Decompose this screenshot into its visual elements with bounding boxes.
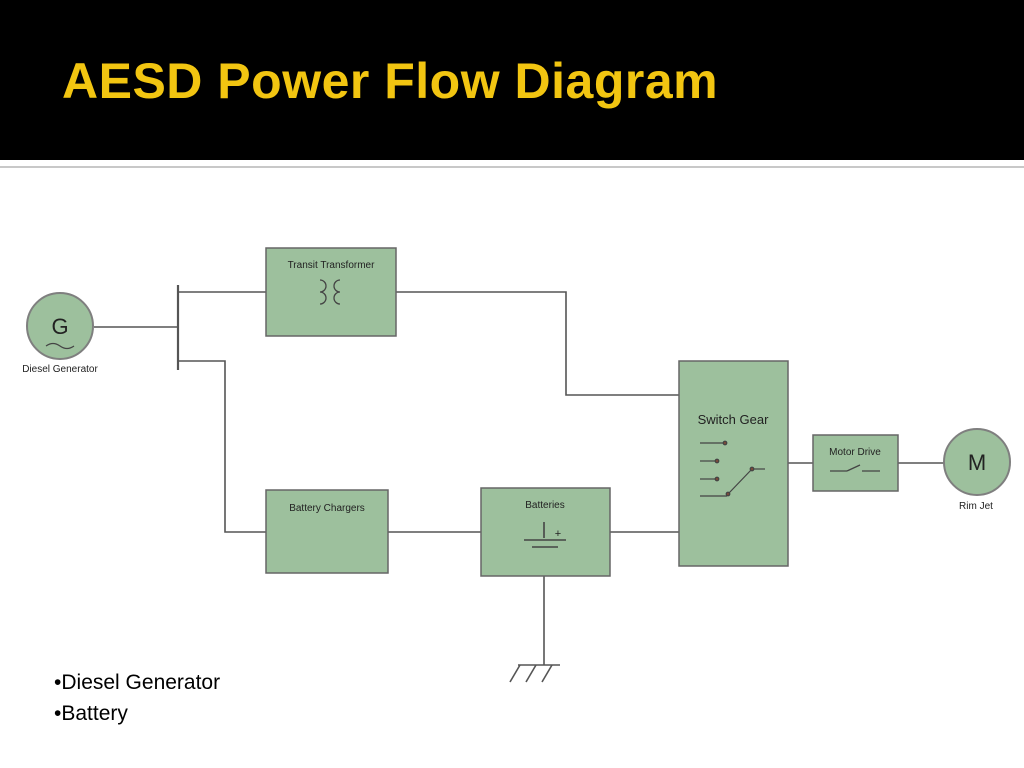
battery-plus-sign: + bbox=[555, 528, 561, 540]
motor-symbol: M bbox=[968, 450, 986, 475]
motordrive-node: Motor Drive bbox=[812, 434, 899, 492]
motor-label: Rim Jet bbox=[959, 501, 993, 512]
transformer-node: Transit Transformer bbox=[265, 247, 397, 337]
ground-icon bbox=[509, 664, 560, 683]
wire-transformer-path bbox=[178, 291, 679, 396]
generator-label: Diesel Generator bbox=[22, 364, 98, 375]
chargers-node: Battery Chargers bbox=[265, 489, 389, 574]
bullet-item: Diesel Generator bbox=[54, 667, 220, 698]
selector-switch-icon bbox=[700, 440, 765, 497]
motor-icon bbox=[943, 428, 1011, 496]
title-bar: AESD Power Flow Diagram bbox=[0, 0, 1024, 160]
batteries-label: Batteries bbox=[525, 500, 564, 511]
chargers-label: Battery Chargers bbox=[289, 503, 365, 514]
bullet-item: Battery bbox=[54, 698, 220, 729]
bullet-list: Diesel Generator Battery bbox=[54, 667, 220, 729]
generator-symbol: G bbox=[51, 314, 68, 339]
motor-node: M Rim Jet bbox=[943, 428, 1011, 512]
transformer-coil-icon bbox=[319, 279, 341, 305]
contact-switch-icon bbox=[830, 464, 880, 472]
transformer-label: Transit Transformer bbox=[288, 260, 376, 271]
switchgear-node: Switch Gear bbox=[678, 360, 789, 567]
sine-wave-icon bbox=[45, 342, 75, 350]
generator-node: G Diesel Generator bbox=[22, 292, 98, 375]
slide-title: AESD Power Flow Diagram bbox=[62, 53, 719, 109]
generator-icon bbox=[26, 292, 94, 360]
battery-icon bbox=[524, 522, 566, 548]
switchgear-label: Switch Gear bbox=[698, 412, 769, 427]
batteries-node: Batteries + bbox=[480, 487, 611, 577]
motordrive-label: Motor Drive bbox=[829, 447, 881, 458]
wire-charger-path bbox=[178, 360, 266, 533]
title-divider bbox=[0, 166, 1024, 168]
